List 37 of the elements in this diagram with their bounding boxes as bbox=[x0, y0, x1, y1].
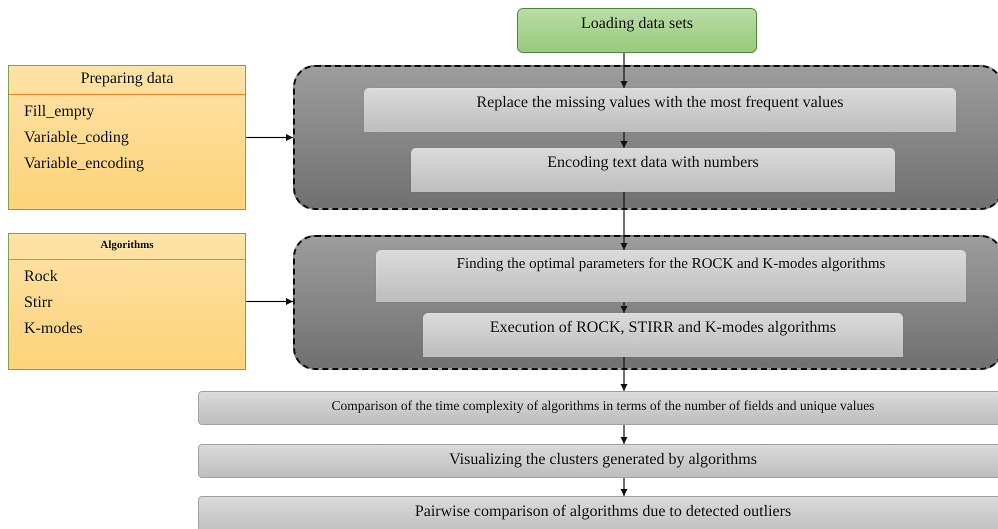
process-box bbox=[423, 313, 903, 357]
process-box bbox=[198, 391, 998, 425]
list-item: Stirr bbox=[23, 294, 54, 312]
process-box bbox=[411, 148, 895, 192]
arrow bbox=[620, 425, 628, 444]
arrow bbox=[620, 357, 628, 391]
step-text: Comparison of the time complexity of algorithms in terms of the number of fields and unique values bbox=[332, 398, 874, 413]
list-item: Variable_coding bbox=[23, 129, 130, 147]
list-heading: Algorithms bbox=[9, 234, 245, 260]
list-item: K-modes bbox=[23, 320, 84, 338]
arrow bbox=[620, 302, 628, 313]
step-text: Loading data sets bbox=[581, 15, 693, 32]
list-heading: Preparing data bbox=[9, 66, 245, 95]
step-text: Pairwise comparison of algorithms due to detected outliers bbox=[414, 503, 792, 520]
step-text: Finding the optimal parameters for the ROCK and K-modes algorithms bbox=[456, 256, 886, 272]
process-box bbox=[198, 496, 998, 529]
process-box bbox=[198, 444, 998, 478]
arrow bbox=[620, 132, 628, 148]
arrow bbox=[620, 192, 628, 250]
arrow bbox=[246, 134, 293, 141]
list-item: Variable_encoding bbox=[23, 155, 145, 173]
arrow bbox=[246, 298, 293, 305]
step-text: Encoding text data with numbers bbox=[547, 154, 759, 171]
list-item: Fill_empty bbox=[23, 103, 96, 121]
arrow bbox=[620, 478, 628, 496]
list-box bbox=[8, 65, 246, 210]
group-container bbox=[293, 65, 998, 210]
step-text: Replace the missing values with the most frequent values bbox=[476, 94, 844, 111]
group-container bbox=[293, 235, 998, 370]
process-box bbox=[364, 88, 956, 132]
list-item: Rock bbox=[23, 268, 59, 286]
step-text: Execution of ROCK, STIRR and K-modes algorithms bbox=[490, 319, 836, 336]
process-box bbox=[517, 8, 757, 53]
process-box bbox=[376, 250, 966, 302]
step-text: Visualizing the clusters generated by algorithms bbox=[449, 451, 757, 468]
arrow bbox=[620, 53, 628, 88]
list-box bbox=[8, 233, 246, 370]
